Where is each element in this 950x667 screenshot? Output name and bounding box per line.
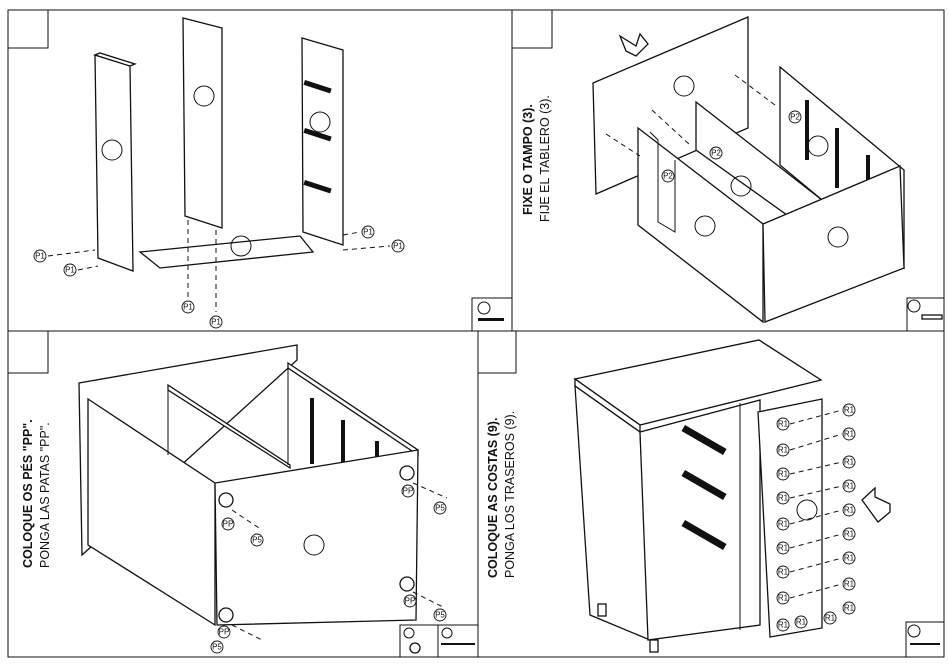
svg-text:P1: P1 xyxy=(393,242,403,251)
step-3-title: COLOQUE OS PÉS "PP". xyxy=(20,419,35,568)
svg-text:R1: R1 xyxy=(778,568,789,577)
svg-text:R1: R1 xyxy=(844,406,855,415)
svg-text:R1: R1 xyxy=(778,594,789,603)
svg-text:R1: R1 xyxy=(778,520,789,529)
svg-text:R1: R1 xyxy=(844,458,855,467)
hardware-legend-box xyxy=(471,297,513,332)
svg-text:R1: R1 xyxy=(844,482,855,491)
other-side-board xyxy=(287,361,419,457)
bottom-board xyxy=(214,449,419,626)
svg-text:P5: P5 xyxy=(435,504,445,513)
nail-icon xyxy=(910,643,940,645)
step-2-panel: FIXE O TAMPO (3). FIJE EL TABLERO (3). P… xyxy=(521,16,945,332)
foot-icon xyxy=(409,642,421,654)
svg-text:P2: P2 xyxy=(663,172,673,181)
direction-arrow-icon xyxy=(618,32,649,57)
back-panel xyxy=(757,398,823,638)
part-label-p5: P5 xyxy=(433,608,447,622)
side-board xyxy=(87,397,216,627)
step-3-subtitle: PONGA LAS PATAS "PP". xyxy=(38,422,52,568)
svg-text:R1: R1 xyxy=(844,530,855,539)
hardware-legend-box xyxy=(905,621,945,658)
part-label-p5: P5 xyxy=(210,640,224,654)
foot-pp xyxy=(218,465,415,623)
bottom-shelf xyxy=(138,235,315,269)
svg-text:PP: PP xyxy=(403,487,414,496)
step-4-panel: COLOQUE AS COSTAS (9). PONGA LOS TRASERO… xyxy=(486,339,945,658)
svg-text:R1: R1 xyxy=(825,614,836,623)
step-3-panel: COLOQUE OS PÉS "PP". PONGA LAS PATAS "PP… xyxy=(20,344,479,658)
hardware-legend-box xyxy=(399,624,479,658)
svg-text:R1: R1 xyxy=(844,554,855,563)
cabinet-front xyxy=(639,399,761,641)
step-1-panel: P1 P1 P1 P1 P1 P1 xyxy=(33,17,513,332)
svg-text:P1: P1 xyxy=(363,228,373,237)
step-2-title: FIXE O TAMPO (3). xyxy=(521,104,535,215)
part-label-p1: P1 xyxy=(33,249,47,263)
part-label-p1: P1 xyxy=(391,239,405,253)
svg-text:P1: P1 xyxy=(65,266,75,275)
svg-text:P5: P5 xyxy=(252,536,262,545)
part-label-pp: PP xyxy=(401,484,415,498)
part-label-p1: P1 xyxy=(209,315,223,329)
svg-text:R1: R1 xyxy=(778,494,789,503)
step-4-subtitle: PONGA LOS TRASEROS (9). xyxy=(503,411,517,578)
divider-board xyxy=(182,17,223,229)
part-label-p1: P1 xyxy=(63,263,77,277)
step-2-subtitle: FIJE EL TABLERO (3). xyxy=(538,95,552,222)
part-label-p1: P1 xyxy=(181,300,195,314)
step-4-title: COLOQUE AS COSTAS (9). xyxy=(486,418,500,578)
part-label-p5: P5 xyxy=(250,533,264,547)
step-number-box-1 xyxy=(7,9,49,49)
part-label-pp: PP xyxy=(403,594,417,608)
svg-text:P5: P5 xyxy=(435,611,445,620)
part-label-p2: P2 xyxy=(661,169,675,183)
svg-text:R1: R1 xyxy=(796,618,807,627)
top-board xyxy=(592,16,749,195)
svg-text:R1: R1 xyxy=(778,446,789,455)
screw-icon xyxy=(441,643,475,645)
svg-text:R1: R1 xyxy=(844,430,855,439)
hardware-legend-box xyxy=(906,297,945,332)
svg-text:P1: P1 xyxy=(183,303,193,312)
part-label-p2: P2 xyxy=(709,146,723,160)
svg-text:R1: R1 xyxy=(844,580,855,589)
svg-text:R1: R1 xyxy=(778,420,789,429)
part-label-p5: P5 xyxy=(433,501,447,515)
svg-text:R1: R1 xyxy=(844,506,855,515)
svg-text:PP: PP xyxy=(223,520,234,529)
part-label-pp: PP xyxy=(221,517,235,531)
svg-text:R1: R1 xyxy=(844,604,855,613)
part-label-pp: PP xyxy=(217,625,231,639)
svg-text:PP: PP xyxy=(405,597,416,606)
svg-text:P1: P1 xyxy=(35,252,45,261)
svg-text:R1: R1 xyxy=(778,470,789,479)
svg-text:P5: P5 xyxy=(212,643,222,652)
step-number-box-3 xyxy=(7,330,49,374)
svg-text:P1: P1 xyxy=(211,318,221,327)
pin-icon xyxy=(478,318,504,321)
svg-text:P2: P2 xyxy=(790,113,800,122)
screw-icon xyxy=(921,314,943,320)
step-number-box-4 xyxy=(477,330,517,374)
svg-text:PP: PP xyxy=(219,628,230,637)
svg-text:R1: R1 xyxy=(778,621,789,630)
side-board-left xyxy=(94,54,134,272)
svg-text:P2: P2 xyxy=(711,149,721,158)
direction-arrow-icon xyxy=(861,486,891,523)
front-board xyxy=(762,165,905,323)
step-number-box-2 xyxy=(511,9,553,49)
part-label-p1: P1 xyxy=(361,225,375,239)
side-board-right xyxy=(301,37,344,246)
part-label-p2: P2 xyxy=(788,110,802,124)
svg-text:R1: R1 xyxy=(778,544,789,553)
